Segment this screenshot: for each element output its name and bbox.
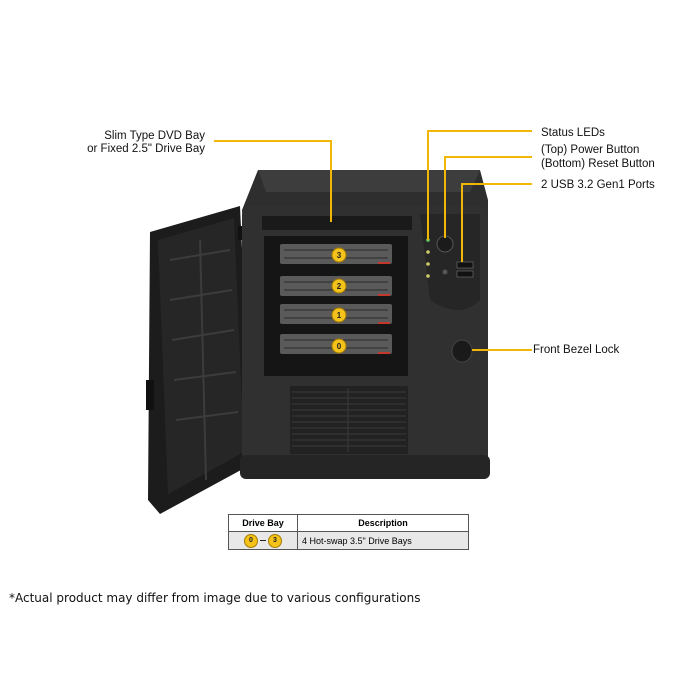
bay-badges: 3 2 1 0 (331, 247, 347, 354)
bay-badge: 0 (244, 533, 258, 548)
callout-usb-ports: 2 USB 3.2 Gen1 Ports (541, 179, 655, 191)
bay-badge (331, 338, 347, 354)
table-cell-desc: 4 Hot-swap 3.5" Drive Bays (297, 531, 469, 550)
callout-status-leds: Status LEDs (541, 127, 605, 139)
callout-bezel-lock: Front Bezel Lock (533, 344, 620, 356)
table-header-row: Drive Bay Description (228, 514, 469, 532)
chassis-body (240, 170, 490, 479)
callout-dvd-bay-line2: or Fixed 2.5" Drive Bay (87, 143, 205, 155)
dvd-bay-slot (262, 216, 412, 230)
status-led (426, 262, 430, 266)
bay-badge-label: 1 (337, 311, 342, 320)
callout-dvd-bay-line1: Slim Type DVD Bay (104, 130, 205, 142)
usb-port (456, 270, 474, 278)
callout-reset-button: (Bottom) Reset Button (541, 158, 655, 170)
table-header-bay: Drive Bay (228, 514, 298, 532)
bay-badge-label: 0 (337, 342, 342, 351)
callout-lines (214, 130, 532, 351)
power-button (436, 235, 454, 253)
table-header-desc: Description (297, 514, 469, 532)
bay-badge (331, 278, 347, 294)
bay-badge-label: 3 (337, 251, 342, 260)
status-led (426, 250, 430, 254)
bezel-lock (451, 339, 473, 363)
bay-badge-label: 2 (337, 282, 342, 291)
callout-power-button: (Top) Power Button (541, 144, 640, 156)
usb-port (456, 261, 474, 269)
bay-badge (331, 307, 347, 323)
range-dash (260, 540, 266, 541)
front-door (146, 206, 252, 514)
bay-badge (331, 247, 347, 263)
front-controls (426, 235, 474, 363)
status-led (426, 274, 430, 278)
callout-dvd-bay: Slim Type DVD Bay or Fixed 2.5" Drive Ba… (40, 130, 205, 156)
bay-badge: 3 (268, 533, 282, 548)
reset-button (442, 269, 448, 275)
footnote: *Actual product may differ from image du… (9, 591, 421, 605)
